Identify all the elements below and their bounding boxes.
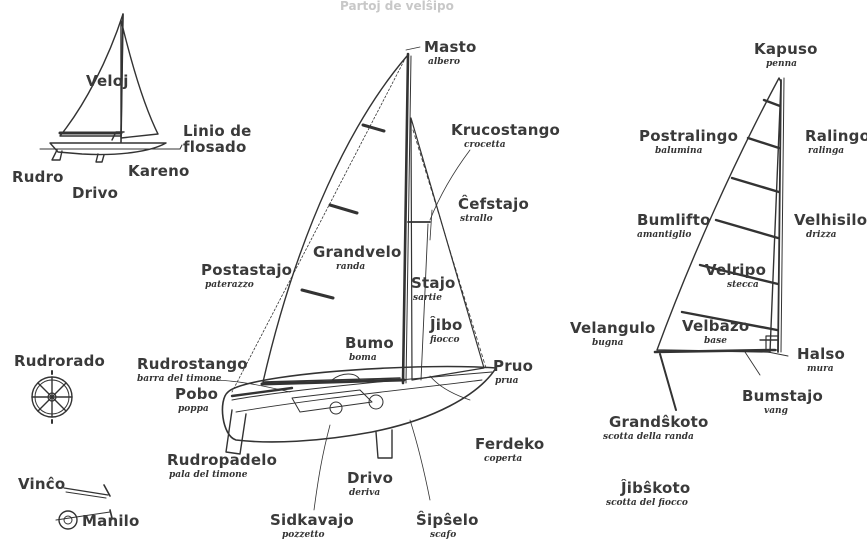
label-velripo-it: stecca (727, 280, 759, 290)
label-halso-it: mura (807, 364, 834, 374)
label-bumlifto-it: amantiglio (637, 230, 692, 240)
label-ralingo: Ralingo (805, 127, 867, 145)
winch-shackle-drawing (55, 484, 113, 530)
label-krucostango: Krucostango (451, 121, 561, 139)
label-masto: Masto (424, 38, 477, 56)
label-kareno: Kareno (128, 162, 190, 180)
label-postastajo-it: paterazzo (205, 280, 254, 290)
label-drivo-main-it: deriva (349, 488, 381, 498)
label-postralingo: Postralingo (639, 127, 739, 145)
label-grandvelo-it: randa (336, 262, 366, 272)
label-pruo: Pruo (493, 357, 534, 375)
label-velangulo: Velangulo (570, 319, 656, 337)
label-pobo: Pobo (175, 385, 219, 403)
label-velhisilo: Velhisilo (794, 211, 867, 229)
label-postastajo: Postastajo (201, 261, 293, 279)
label-rudrorado: Rudrorado (14, 352, 106, 370)
label-krucostango-it: crocetta (464, 140, 506, 150)
label-linio-de-flosado: Linio de flosado (183, 122, 252, 156)
label-jibskoto: Ĵibŝkoto (621, 479, 691, 497)
label-bumo-it: boma (349, 353, 377, 363)
label-velbazo: Velbazo (682, 317, 750, 335)
main-boat-drawing (209, 46, 497, 511)
label-sidkavajo-it: pozzetto (282, 530, 325, 540)
diagram-title: Partoj de velŝipo (340, 0, 454, 13)
label-cefstajo-it: strallo (460, 214, 493, 224)
label-sipselo: Ŝipŝelo (416, 511, 479, 529)
label-kapuso: Kapuso (754, 40, 818, 58)
label-rudro: Rudro (12, 168, 64, 186)
label-ferdeko-it: coperta (484, 454, 523, 464)
label-ferdeko: Ferdeko (475, 435, 545, 453)
label-rudrostango-it: barra del timone (137, 374, 222, 384)
label-masto-it: albero (428, 57, 461, 67)
label-sipselo-it: scafo (430, 530, 457, 540)
label-rudropadelo-it: pala del timone (169, 470, 248, 480)
label-bumo: Bumo (345, 334, 394, 352)
small-boat-drawing (39, 13, 183, 163)
label-halso: Halso (797, 345, 846, 363)
label-drivo-main: Drivo (347, 469, 394, 487)
label-bumlifto: Bumlifto (637, 211, 711, 229)
label-grandvelo: Grandvelo (313, 243, 402, 261)
label-stajo: Stajo (411, 274, 456, 292)
label-vinco: Vinĉo (18, 475, 66, 493)
label-velhisilo-it: drizza (806, 230, 837, 240)
label-bumstajo-it: vang (764, 406, 788, 416)
label-velangulo-it: bugna (592, 338, 624, 348)
label-veloj: Veloj (86, 72, 129, 90)
label-cefstajo: Ĉefstajo (458, 195, 529, 213)
label-jibskoto-it: scotta del fiocco (606, 498, 688, 508)
label-bumstajo: Bumstajo (742, 387, 824, 405)
sail-detail-drawing (653, 77, 789, 411)
label-postralingo-it: balumina (655, 146, 703, 156)
label-kapuso-it: penna (766, 59, 797, 69)
label-jibo-it: fiocco (430, 335, 460, 345)
label-sidkavajo: Sidkavajo (270, 511, 354, 529)
label-ralingo-it: ralinga (808, 146, 845, 156)
label-pruo-it: prua (495, 376, 519, 386)
label-drivo-small: Drivo (72, 184, 119, 202)
label-rudrostango: Rudrostango (137, 355, 248, 373)
steering-wheel-drawing (31, 370, 73, 424)
label-grandskoto-it: scotta della randa (603, 432, 694, 442)
label-jibo: Ĵibo (430, 316, 463, 334)
label-rudropadelo: Rudropadelo (167, 451, 278, 469)
label-pobo-it: poppa (178, 404, 209, 414)
label-stajo-it: sartie (413, 293, 442, 303)
label-manilo: Manilo (82, 512, 140, 530)
label-grandskoto: Grandŝkoto (609, 413, 709, 431)
label-velripo: Velripo (705, 261, 767, 279)
label-velbazo-it: base (704, 336, 727, 346)
